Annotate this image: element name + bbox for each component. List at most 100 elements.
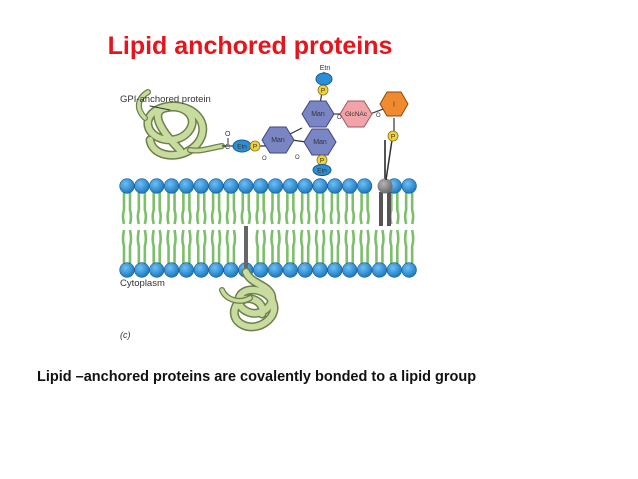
lipid-tail <box>292 192 296 225</box>
head-group <box>178 262 194 278</box>
svg-text:O: O <box>376 113 381 119</box>
lipid-tail <box>389 229 393 264</box>
head-group <box>357 178 373 194</box>
lipid-tail <box>351 229 356 264</box>
gpi-label: GPI-anchored protein <box>120 94 211 105</box>
lipid-tail <box>188 229 192 264</box>
man-2-label: Man <box>313 139 327 146</box>
lipid-tail <box>306 229 311 264</box>
head-group <box>342 262 358 278</box>
svg-text:P: P <box>321 88 325 95</box>
head-group <box>327 262 343 278</box>
head-group <box>134 262 150 278</box>
head-group <box>401 178 417 194</box>
lipid-tail <box>217 192 222 225</box>
svg-text:P: P <box>391 134 395 141</box>
lipid-tail <box>403 229 408 264</box>
lipid-tail <box>344 192 349 225</box>
etn-top-label: Etn <box>320 65 331 72</box>
lipid-tail <box>396 229 400 264</box>
mannose-2-hexagon <box>303 128 337 156</box>
head-group <box>282 262 298 278</box>
head-group <box>223 178 239 194</box>
lipid-tail <box>336 192 341 225</box>
etn-bottom-group <box>312 164 332 176</box>
head-group <box>238 178 254 194</box>
lipid-tail <box>143 192 148 225</box>
lipid-tail <box>202 192 207 225</box>
lipid-tail <box>128 192 133 225</box>
lipid-tail <box>202 229 207 264</box>
head-group <box>327 178 343 194</box>
etn-bottom-label: Etn <box>317 168 327 175</box>
carbon-c-label: C <box>225 144 230 151</box>
lipid-tail <box>225 192 230 225</box>
lipid-tail <box>195 192 200 225</box>
lipid-tail <box>329 192 334 225</box>
head-group <box>282 178 298 194</box>
head-group <box>134 178 150 194</box>
lipid-tail <box>232 192 237 225</box>
lipid-tail <box>314 229 319 264</box>
lipid-tail <box>306 192 311 225</box>
glcnac-label: GlcNAc <box>345 111 368 118</box>
head-group <box>312 262 328 278</box>
lipid-tail <box>277 229 281 264</box>
etn-top-group <box>315 72 333 86</box>
inositol-label: I <box>393 102 395 109</box>
head-group <box>371 262 388 278</box>
lipid-tail <box>351 192 356 225</box>
svg-text:P: P <box>320 158 324 165</box>
head-group <box>253 262 269 278</box>
lipid-tail <box>136 192 141 225</box>
head-group <box>357 262 373 278</box>
lipid-tail <box>359 229 363 264</box>
head-group <box>253 178 269 194</box>
head-group <box>267 178 284 194</box>
lipid-tail <box>121 229 126 264</box>
lipid-tail <box>381 229 385 264</box>
head-group <box>312 178 328 194</box>
mannose-3-hexagon <box>301 100 335 128</box>
lipid-tail <box>410 229 415 264</box>
head-group <box>163 262 180 278</box>
head-group <box>193 178 209 194</box>
head-group <box>342 178 358 194</box>
lipid-tail <box>225 229 230 264</box>
phosphate-1-icon <box>249 140 261 152</box>
head-group <box>149 178 165 194</box>
phosphate-2-icon <box>387 130 399 142</box>
prenyl-anchor <box>377 140 393 226</box>
head-group <box>163 178 180 194</box>
lipid-tail <box>299 229 304 264</box>
cytoplasmic-protein-coil <box>219 267 279 332</box>
head-group <box>208 178 224 194</box>
lipid-tail <box>262 192 266 225</box>
etn-left-label: Etn <box>237 144 247 151</box>
head-group <box>149 262 165 278</box>
gpi-protein-coil <box>135 89 225 160</box>
lipid-tail <box>359 192 363 225</box>
lipid-tail <box>255 229 259 264</box>
lipid-tail <box>121 192 126 225</box>
lipid-tail <box>128 229 133 264</box>
head-group <box>401 262 417 278</box>
inositol-hexagon <box>379 91 409 117</box>
lipid-tail <box>143 229 148 264</box>
lipid-tail <box>396 192 400 225</box>
head-group <box>297 178 313 194</box>
lipid-tail <box>247 192 252 225</box>
lipid-tail <box>262 229 266 264</box>
lipid-tail <box>232 229 237 264</box>
lipid-tail <box>285 229 289 264</box>
lipid-tail <box>195 229 200 264</box>
lipid-tail <box>277 192 281 225</box>
lipid-tail <box>270 229 274 264</box>
carbonyl-o-label: O <box>225 131 231 138</box>
svg-text:P: P <box>253 144 257 151</box>
lipid-tail <box>210 192 215 225</box>
lipid-tail <box>166 192 170 225</box>
head-group <box>193 262 209 278</box>
lipid-tail <box>344 229 349 264</box>
